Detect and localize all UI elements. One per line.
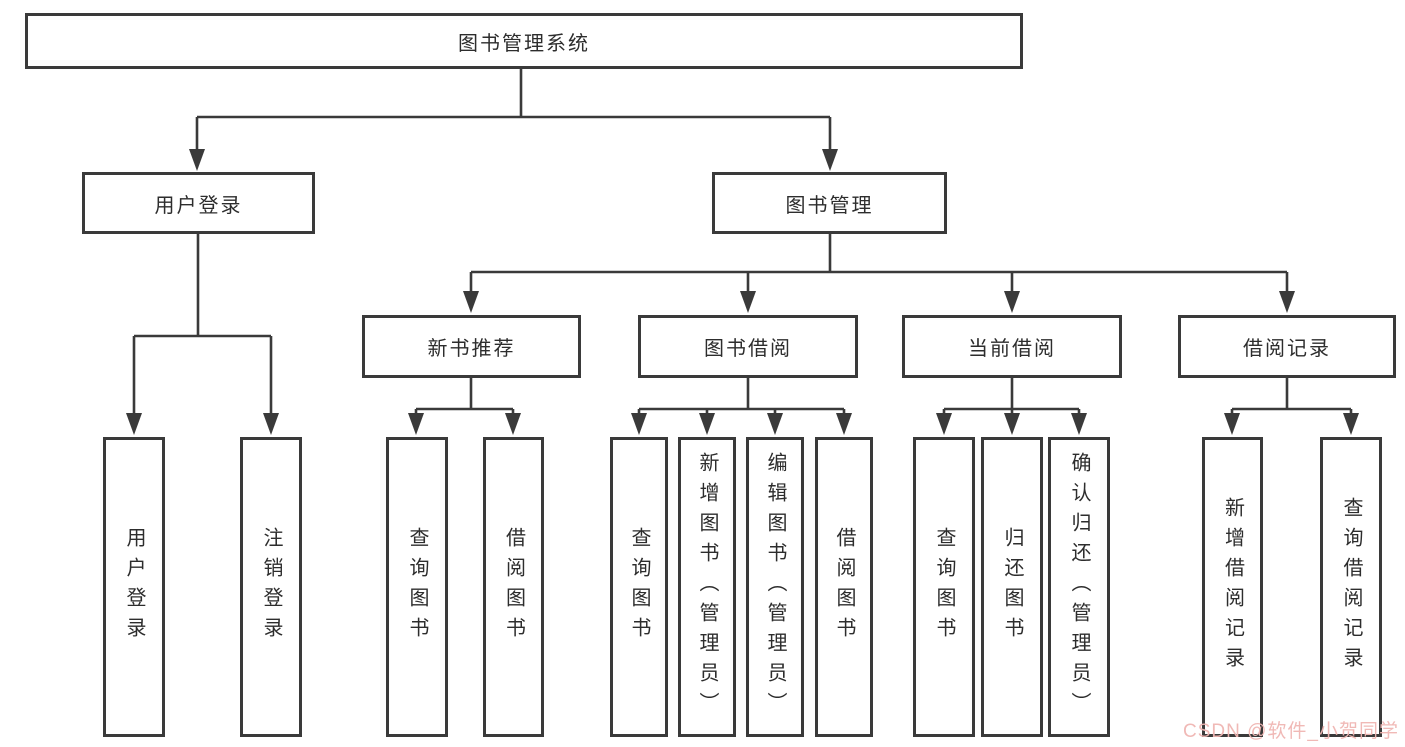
leaf-label: 查询借阅记录 xyxy=(1340,497,1362,677)
leaf-query-borrow-record: 查询借阅记录 xyxy=(1320,437,1382,737)
leaf-label: 用户登录 xyxy=(123,527,145,647)
leaf-label: 注销登录 xyxy=(260,527,282,647)
leaf-borrowing-borrow-book: 借阅图书 xyxy=(815,437,873,737)
leaf-label: 查询图书 xyxy=(406,527,428,647)
node-new-book-recommend: 新书推荐 xyxy=(362,315,581,378)
leaf-return-book: 归还图书 xyxy=(981,437,1043,737)
node-root-system: 图书管理系统 xyxy=(25,13,1023,69)
leaf-add-borrow-record: 新增借阅记录 xyxy=(1202,437,1263,737)
leaf-confirm-return-admin: 确认归还（管理员） xyxy=(1048,437,1110,737)
leaf-label: 查询图书 xyxy=(933,527,955,647)
leaf-label: 借阅图书 xyxy=(502,527,525,647)
leaf-label: 新增图书（管理员） xyxy=(696,452,718,722)
node-book-management: 图书管理 xyxy=(712,172,947,234)
leaf-label: 确认归还（管理员） xyxy=(1068,452,1090,722)
leaf-add-book-admin: 新增图书（管理员） xyxy=(678,437,736,737)
leaf-recommend-query-book: 查询图书 xyxy=(386,437,448,737)
leaf-label: 编辑图书（管理员） xyxy=(764,452,786,722)
leaf-recommend-borrow-book: 借阅图书 xyxy=(483,437,544,737)
csdn-watermark: CSDN @软件_小贺同学 xyxy=(1183,721,1399,742)
leaf-label: 查询图书 xyxy=(628,527,650,647)
node-user-login: 用户登录 xyxy=(82,172,315,234)
leaf-current-query-book: 查询图书 xyxy=(913,437,975,737)
leaf-label: 借阅图书 xyxy=(833,527,855,647)
leaf-label: 归还图书 xyxy=(1001,527,1023,647)
leaf-label: 新增借阅记录 xyxy=(1221,497,1244,677)
leaf-logout: 注销登录 xyxy=(240,437,302,737)
node-current-borrowing: 当前借阅 xyxy=(902,315,1122,378)
node-borrow-records: 借阅记录 xyxy=(1178,315,1396,378)
leaf-user-login: 用户登录 xyxy=(103,437,165,737)
arrowheads xyxy=(126,149,1359,435)
leaf-borrowing-query-book: 查询图书 xyxy=(610,437,668,737)
node-book-borrowing: 图书借阅 xyxy=(638,315,858,378)
leaf-edit-book-admin: 编辑图书（管理员） xyxy=(746,437,804,737)
